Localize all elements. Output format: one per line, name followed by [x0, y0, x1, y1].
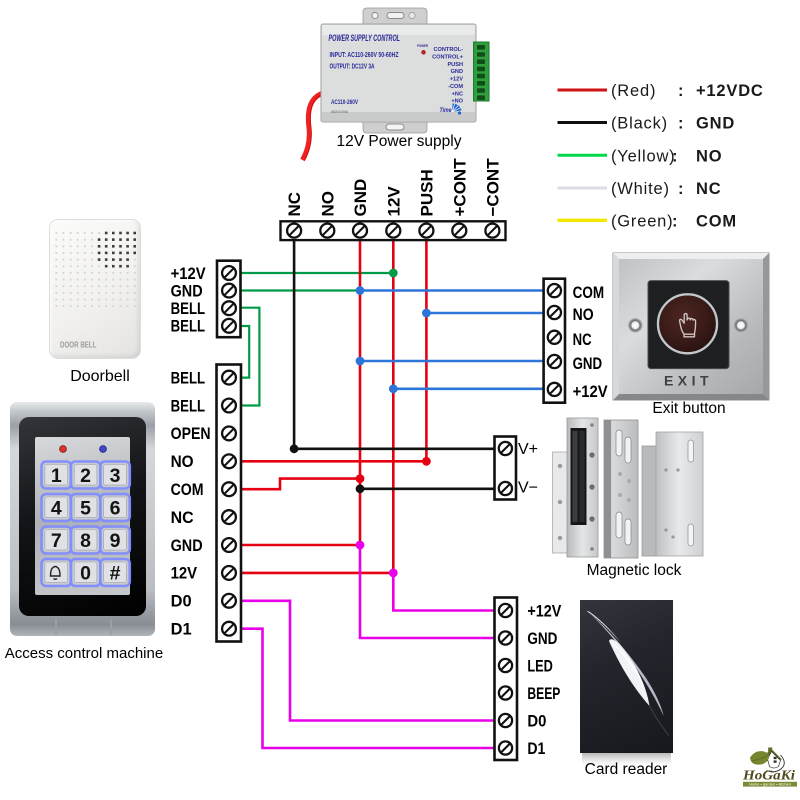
svg-text:D1: D1	[171, 620, 192, 639]
svg-text:GND: GND	[696, 115, 735, 133]
svg-text:4: 4	[51, 498, 62, 520]
svg-text:EXIT: EXIT	[664, 373, 713, 389]
svg-text:D1: D1	[527, 740, 545, 758]
svg-text:GND: GND	[573, 355, 603, 373]
svg-text:+12VDC: +12VDC	[696, 82, 764, 100]
svg-text:−CONT: −CONT	[483, 158, 502, 217]
svg-text:7: 7	[51, 530, 62, 552]
svg-text::: :	[678, 82, 684, 100]
svg-text:+12V: +12V	[171, 264, 207, 283]
svg-text:+CONT: +CONT	[450, 158, 469, 217]
svg-text:GND: GND	[527, 630, 557, 648]
svg-text:AC110-260V: AC110-260V	[331, 99, 359, 106]
svg-text:OPEN: OPEN	[171, 424, 211, 443]
svg-text:COM: COM	[573, 284, 605, 302]
svg-text:PUSH: PUSH	[447, 62, 463, 68]
svg-text:3: 3	[110, 465, 121, 487]
svg-text:D0: D0	[171, 592, 192, 611]
svg-text:NC: NC	[696, 180, 721, 198]
svg-text:NC: NC	[285, 192, 304, 217]
svg-text:GND: GND	[351, 179, 370, 217]
svg-text:NO: NO	[171, 452, 194, 471]
svg-text:LED: LED	[527, 658, 553, 676]
svg-text:POWER SUPPLY CONTROL: POWER SUPPLY CONTROL	[329, 33, 401, 43]
svg-text:HoGaKi: HoGaKi	[742, 768, 795, 783]
svg-text:(White): (White)	[611, 180, 670, 198]
svg-text:(Yellow): (Yellow)	[611, 147, 675, 165]
svg-text:CONTROL-: CONTROL-	[433, 47, 463, 53]
svg-text:MADE IN CHINA: MADE IN CHINA	[331, 110, 348, 114]
svg-text:Home • garden • kitchen: Home • garden • kitchen	[749, 782, 791, 787]
svg-text:+12V: +12V	[527, 603, 561, 621]
svg-text::: :	[678, 115, 684, 133]
svg-text::: :	[678, 180, 684, 198]
svg-text:+12V: +12V	[573, 383, 608, 401]
svg-text:5: 5	[80, 498, 91, 520]
svg-text::: :	[672, 212, 678, 230]
svg-text:D0: D0	[527, 713, 546, 731]
svg-text:+NO: +NO	[451, 99, 463, 105]
svg-text:(Black): (Black)	[611, 115, 668, 133]
svg-text:(Green): (Green)	[611, 212, 673, 230]
svg-text:NC: NC	[573, 331, 592, 349]
svg-text:-COM: -COM	[448, 84, 463, 90]
svg-text:BEEP: BEEP	[527, 685, 560, 703]
svg-text:Time: Time	[440, 107, 452, 114]
svg-text:12V: 12V	[384, 186, 403, 217]
svg-text:2: 2	[80, 465, 91, 487]
svg-text:V−: V−	[518, 480, 538, 497]
svg-text:+NC: +NC	[452, 91, 463, 97]
svg-text:GND: GND	[171, 281, 203, 300]
svg-text:OUTPUT: DC12V 3A: OUTPUT: DC12V 3A	[330, 64, 375, 71]
svg-text:NO: NO	[318, 191, 337, 217]
svg-text:1: 1	[51, 465, 62, 487]
svg-text:PUSH: PUSH	[417, 169, 436, 216]
svg-text:GND: GND	[171, 536, 203, 555]
svg-text:#: #	[110, 563, 121, 585]
svg-text:V+: V+	[518, 441, 538, 458]
svg-text:NO: NO	[573, 306, 594, 324]
svg-text:6: 6	[110, 498, 121, 520]
svg-text:CONTROL+: CONTROL+	[432, 55, 464, 61]
svg-text:NO: NO	[696, 147, 722, 165]
svg-text:(Red): (Red)	[611, 82, 656, 100]
svg-text:8: 8	[80, 530, 91, 552]
svg-text:NC: NC	[171, 508, 194, 527]
svg-text:9: 9	[110, 530, 121, 552]
svg-text::: :	[672, 147, 678, 165]
svg-text:BELL: BELL	[171, 368, 206, 387]
svg-text:INPUT: AC110-260V 50-60HZ: INPUT: AC110-260V 50-60HZ	[330, 52, 400, 59]
svg-text:0: 0	[80, 563, 91, 585]
svg-text:BELL: BELL	[171, 317, 206, 336]
svg-text:GND: GND	[451, 69, 463, 75]
svg-text:DOOR BELL: DOOR BELL	[60, 341, 97, 350]
svg-text:BELL: BELL	[171, 396, 206, 415]
svg-text:COM: COM	[696, 212, 737, 230]
svg-text:COM: COM	[171, 480, 204, 499]
svg-text:BELL: BELL	[171, 299, 206, 318]
svg-text:12V: 12V	[171, 564, 198, 583]
svg-text:+12V: +12V	[450, 77, 463, 83]
svg-text:POWER: POWER	[417, 43, 428, 48]
